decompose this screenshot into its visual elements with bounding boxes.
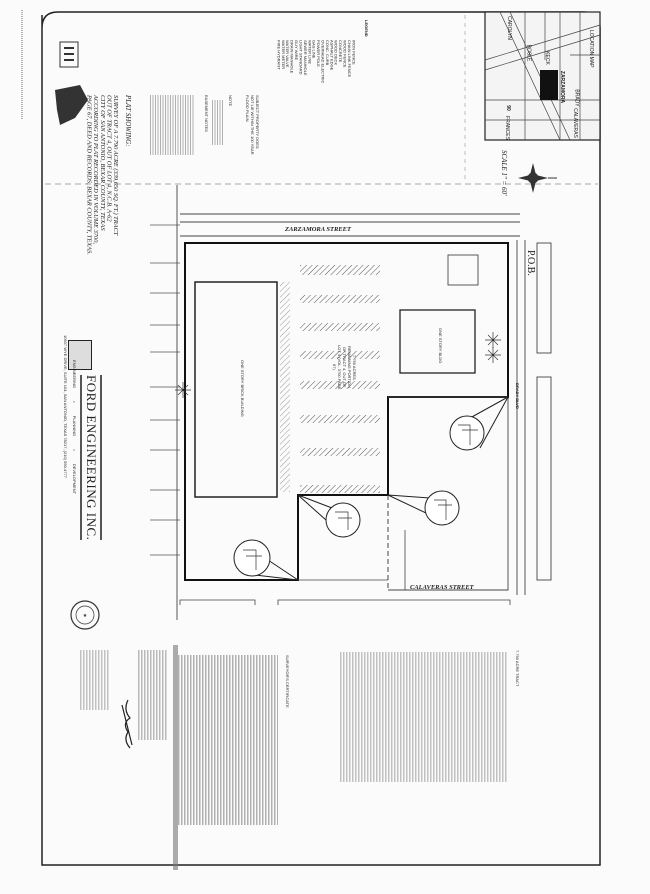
description-line: SURVEY OF A 7.790 ACRE (339,650 SQ. FT.)… (111, 95, 119, 236)
legend-item: WATER LINE (307, 40, 313, 65)
north-arrow-icon (518, 163, 557, 193)
parking-row (300, 265, 380, 275)
parking-row (300, 295, 380, 303)
brady-blvd-label: BRADY BLVD (515, 383, 520, 409)
company-name: FORD ENGINEERING INC. (80, 375, 102, 541)
point-of-beginning-label: P.O.B. (525, 250, 536, 276)
surveyor-info (80, 650, 110, 710)
service-separator: • (72, 401, 77, 403)
plat-showing-description: SURVEY OF A 7.790 ACRE (339,650 SQ. FT.)… (85, 95, 119, 255)
svg-text:★: ★ (83, 613, 88, 619)
legend-item: GUY WIRE (294, 40, 300, 61)
detail-circle (233, 539, 271, 577)
map-street-label: CAROLYN (505, 16, 512, 40)
note-heading: NOTE (228, 95, 233, 107)
dimension-ticks (150, 224, 180, 556)
legend-item: WATER VALVE (285, 40, 291, 68)
legend-item: WOOD FENCE (342, 40, 348, 68)
parking-row (300, 323, 380, 331)
scan-artifact (173, 645, 178, 870)
service-label: PLANNING (72, 415, 77, 437)
description-line: CITY OF SAN ANTONIO, BEXAR COUNTY, TEXAS (98, 95, 106, 231)
parking-row (300, 381, 380, 389)
brady-blvd-lines (516, 240, 552, 595)
parking-row (300, 485, 380, 493)
calaveras-street-label: CALAVERAS STREET (410, 584, 474, 591)
legend-item: CONC. CURB (324, 40, 330, 66)
legend-heading: LEGEND (364, 20, 369, 37)
legend-item: FIRE HYDRANT (276, 40, 282, 70)
map-street-label: ZARZAMORA (559, 70, 566, 104)
detail-circle (424, 490, 460, 526)
field-notes-heading: 7.790 ACRE TRACT (515, 650, 520, 687)
surveyor-seal-icon: ★ (70, 600, 100, 630)
certificate-heading: SURVEYOR'S CERTIFICATE (285, 655, 290, 708)
company-services: ENGINEERING • PLANNING • DEVELOPMENT (72, 360, 77, 494)
legend-item: OVERHEAD ELECTRIC (320, 40, 326, 84)
parking-row (300, 415, 380, 423)
easement-notes-text (150, 95, 195, 155)
legend-item: WATER METER (280, 40, 286, 70)
description-line: PAGE 67, DEED AND RECORDS, BEXAR COUNTY,… (85, 95, 93, 255)
legend-item: CONCRETE (338, 40, 344, 63)
scale-label: SCALE 1" = 60' (500, 150, 508, 196)
detail-circle (325, 502, 361, 538)
note-text (212, 100, 224, 145)
surveyor-signature (121, 699, 133, 749)
legend-item: GAS LINE (311, 40, 317, 59)
service-label: DEVELOPMENT (72, 463, 77, 495)
detail-bubbles (233, 396, 509, 581)
adjoining-lot (388, 396, 509, 591)
one-story-bldg-outline (399, 309, 476, 374)
parking-row (300, 351, 380, 359)
legend-item: CHAIN LINK FENCE (346, 40, 352, 78)
detail-circle (449, 415, 485, 451)
parking-row (300, 448, 380, 456)
legend-item: LIGHT STANDARD (298, 40, 304, 75)
legend-item: DRAIN MANHOLE (289, 40, 295, 74)
zarzamora-street-label: ZARZAMORA STREET (285, 226, 351, 233)
ford-engineering-logo-icon (68, 340, 92, 370)
flood-note: SUBJECT PROPERTY DOES NOT LIE WITHIN THE… (245, 95, 260, 155)
map-street-label: CALAVERAS (571, 108, 578, 138)
tree-icon (175, 332, 501, 398)
service-label: ENGINEERING (72, 360, 77, 389)
one-story-bldg-label: ONE STORY BLDG (438, 328, 443, 364)
tract-label: 7.790 ACRES REMAINING PORTION OF TRACT 4… (332, 344, 357, 390)
zarzamora-street-lines (180, 213, 520, 237)
location-map-title: LOCATION MAP (588, 30, 594, 68)
certificate-statement (138, 650, 168, 740)
legend-item: ASPHALT EDGE (329, 40, 335, 71)
map-street-label: BOSLE (525, 44, 532, 62)
map-street-label: FRANCES (503, 116, 510, 140)
legend-item: SEWER MANHOLE (302, 40, 308, 76)
scale-title: SCALE (500, 150, 508, 171)
texas-logo-icon (55, 85, 88, 125)
tspe-logo-icon (59, 41, 79, 68)
plat-showing-heading: PLAT SHOWING: (124, 95, 132, 147)
brick-building-outline (194, 281, 278, 498)
description-line: ACCORDING TO PLAT RECORDED IN VOLUME 370… (92, 95, 100, 244)
legend-list: IRON FENCE CHAIN LINK FENCE WOOD FENCE C… (276, 40, 357, 110)
brick-building-label: ONE STORY BRICK BUILDING (240, 360, 245, 417)
scale-value: 1" = 60' (500, 172, 508, 196)
subject-site-marker (540, 70, 558, 100)
description-line: OUT OF TRACT 4, OUT OF LOT 4, N.C.B. A-6… (105, 95, 113, 222)
legend-item: WOOD DECK (333, 40, 339, 66)
highway-shield-icon: 90 (504, 105, 511, 111)
map-street-label: KECK (543, 51, 550, 65)
certificate-text (178, 655, 278, 825)
parking-rows (280, 265, 380, 493)
legend-item: POWER POLE (316, 40, 322, 67)
service-separator: • (72, 449, 77, 451)
map-street-label: BRADY (573, 89, 580, 107)
company-address: 10937 WYE DRIVE, SUITE 104, SAN ANTONIO,… (63, 335, 68, 479)
location-map-streets (484, 11, 601, 141)
legend-item: IRON FENCE (351, 40, 357, 65)
easement-notes-heading: EASEMENT NOTES (204, 95, 209, 132)
field-notes-text (340, 652, 508, 782)
